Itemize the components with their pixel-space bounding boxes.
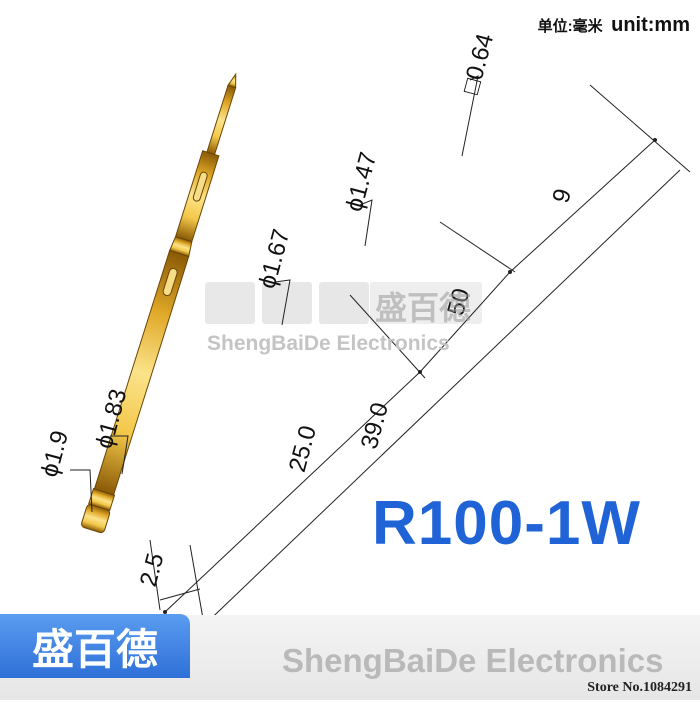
probe-pin: [81, 72, 237, 534]
company-name: ShengBaiDe Electronics: [282, 642, 664, 679]
brand-name: 盛百德: [31, 624, 158, 674]
leader-lines: [70, 75, 691, 633]
unit-label: 单位:毫米 unit:mm: [538, 14, 690, 37]
pin-barrel: [93, 249, 190, 496]
watermark: [205, 282, 482, 324]
store-number: Store No.1084291: [587, 680, 692, 695]
watermark-en: ShengBaiDe Electronics: [207, 332, 450, 355]
dimension-ticks: [163, 138, 657, 614]
crimp-slot: [192, 171, 208, 202]
unit-label-en: unit:mm: [611, 14, 690, 36]
pin-tip-point: [227, 72, 237, 89]
brand-badge: 盛百德: [0, 614, 190, 678]
crimp-slot: [162, 267, 178, 297]
pin-tip: [206, 84, 237, 156]
unit-label-cn: 单位:毫米: [537, 18, 603, 35]
model-number: R100-1W: [372, 489, 641, 558]
watermark-cn: 盛百德: [375, 289, 472, 327]
